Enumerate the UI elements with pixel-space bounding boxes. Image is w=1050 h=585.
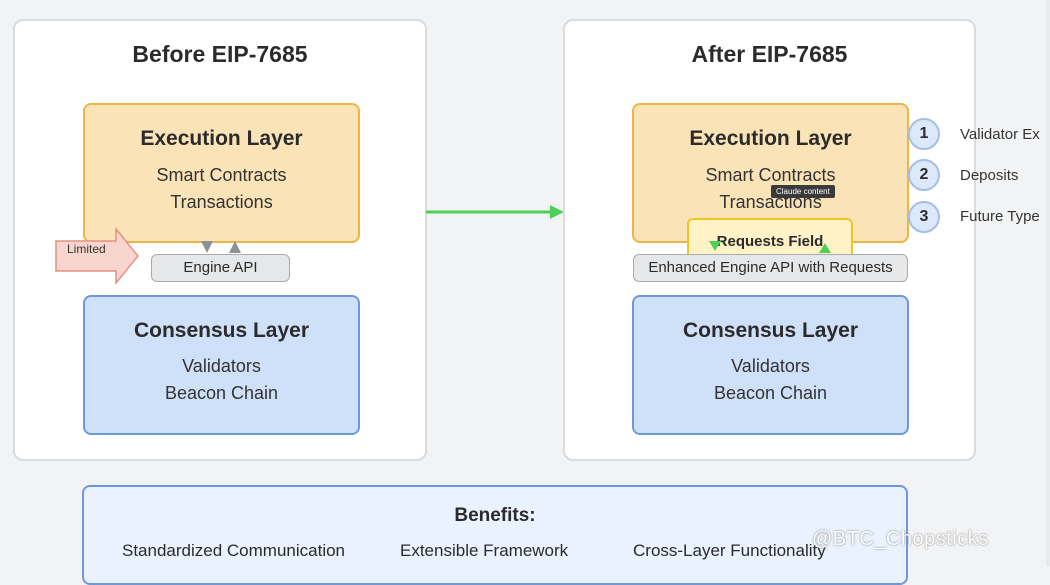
execution-layer-title: Execution Layer <box>140 127 303 150</box>
down-arrow-icon <box>709 241 721 251</box>
consensus-layer-title: Consensus Layer <box>133 319 310 342</box>
limited-label: Limited <box>67 242 106 256</box>
before-panel: Before EIP-7685 Execution Layer Smart Co… <box>13 19 427 461</box>
request-type-2-badge: 2 <box>908 159 940 191</box>
benefit-standardized-communication: Standardized Communication <box>122 541 346 560</box>
execution-layer-title: Execution Layer <box>689 127 852 150</box>
request-type-3-badge: 3 <box>908 201 940 233</box>
execution-line-transactions: Transactions <box>170 192 273 212</box>
watermark: @BTC_Chopsticks <box>812 528 989 550</box>
transition-arrow-icon <box>426 205 564 219</box>
before-consensus-layer: Consensus Layer Validators Beacon Chain <box>83 295 360 435</box>
request-type-1-label: Validator Ex <box>960 126 1040 143</box>
execution-line-smart-contracts: Smart Contracts <box>156 165 287 185</box>
requests-arrows <box>709 241 831 253</box>
consensus-line-validators: Validators <box>731 356 810 376</box>
after-title: After EIP-7685 <box>691 41 848 67</box>
window-edge <box>1046 0 1050 566</box>
enhanced-engine-api-label: Enhanced Engine API with Requests <box>648 259 893 276</box>
engine-api-label: Engine API <box>183 259 258 276</box>
request-type-2-label: Deposits <box>960 167 1019 184</box>
up-arrow-icon <box>819 243 831 253</box>
requests-field-label: Requests Field <box>716 233 824 250</box>
benefits-title: Benefits: <box>454 505 536 526</box>
benefits-panel: Benefits: Standardized Communication Ext… <box>82 485 908 585</box>
consensus-line-beacon-chain: Beacon Chain <box>713 383 828 403</box>
benefit-cross-layer-functionality: Cross-Layer Functionality <box>633 541 826 560</box>
before-title: Before EIP-7685 <box>132 41 308 67</box>
limited-arrow-icon <box>55 226 139 286</box>
tooltip: Claude content <box>771 185 835 198</box>
request-type-3-label: Future Type <box>960 208 1040 225</box>
engine-api-box: Engine API <box>151 254 290 282</box>
request-type-1-badge: 1 <box>908 118 940 150</box>
consensus-line-beacon-chain: Beacon Chain <box>164 383 279 403</box>
enhanced-engine-api-box: Enhanced Engine API with Requests <box>633 254 908 282</box>
up-arrow-icon <box>229 241 241 253</box>
consensus-layer-title: Consensus Layer <box>682 319 859 342</box>
engine-api-arrows <box>201 241 241 253</box>
after-consensus-layer: Consensus Layer Validators Beacon Chain <box>632 295 909 435</box>
execution-line-smart-contracts: Smart Contracts <box>705 165 836 185</box>
after-panel: After EIP-7685 Execution Layer Smart Con… <box>563 19 976 461</box>
benefit-extensible-framework: Extensible Framework <box>400 541 569 560</box>
before-execution-layer: Execution Layer Smart Contracts Transact… <box>83 103 360 243</box>
consensus-line-validators: Validators <box>182 356 261 376</box>
down-arrow-icon <box>201 241 213 253</box>
